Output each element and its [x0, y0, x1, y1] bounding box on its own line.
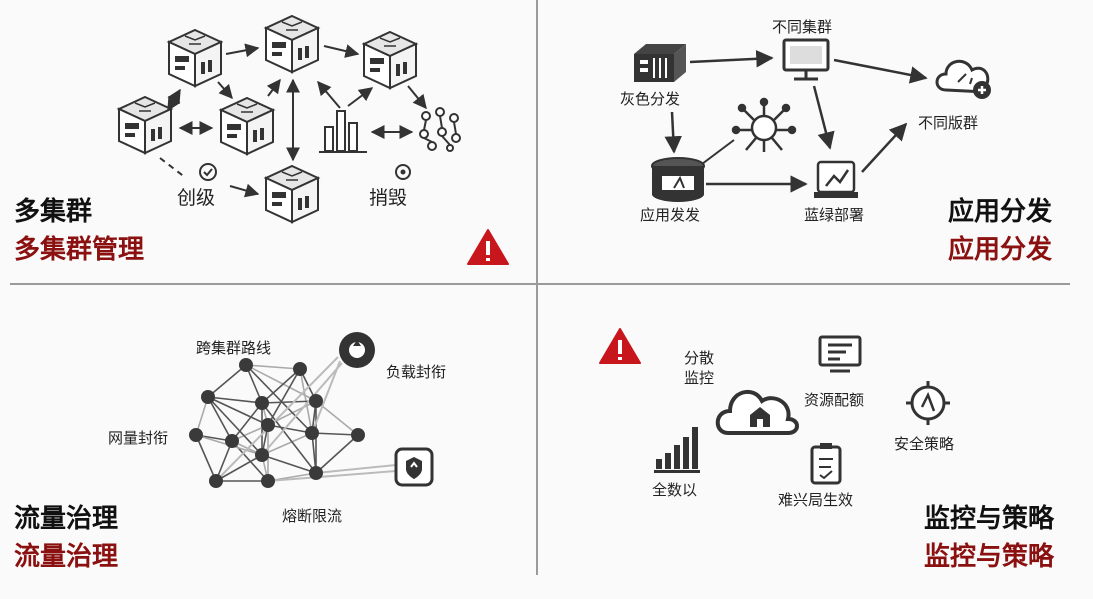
label-create: 创级 — [177, 187, 216, 209]
mesh-node — [261, 474, 275, 488]
label-circuit-breaker: 熔断限流 — [282, 507, 343, 525]
quadrant-multi-cluster: 创级 捎毁 多集群 多集群管理 — [0, 0, 536, 283]
label-canary: 灰色分发 — [620, 90, 681, 108]
monitor-icon — [782, 38, 830, 81]
label-clusters: 不同集群 — [772, 18, 833, 36]
server-block-icon — [265, 15, 319, 73]
mesh-edge — [261, 400, 317, 404]
mesh-edge — [207, 396, 263, 404]
mesh-edge — [231, 402, 263, 442]
dashboard-screen-icon — [818, 335, 862, 373]
label-destroy: 捎毁 — [369, 187, 408, 209]
mesh-edge — [207, 396, 269, 426]
bar-growth-icon — [654, 427, 700, 473]
multi-cluster-title: 多集群 — [14, 197, 93, 227]
label-effective: 难兴局生效 — [778, 491, 854, 509]
monitoring-title: 监控与策略 — [924, 504, 1055, 534]
traffic-title: 流量治理 — [14, 504, 119, 534]
mesh-edge — [267, 368, 301, 426]
mesh-node — [309, 394, 323, 408]
mesh-edge — [267, 424, 313, 434]
label-traffic-balance: 网量封衔 — [108, 429, 169, 447]
server-block-icon — [265, 165, 319, 223]
mesh-edge — [245, 364, 301, 370]
label-versions: 不同版群 — [918, 114, 979, 132]
route-line — [215, 356, 339, 482]
mesh-edge — [215, 454, 263, 482]
mesh-edge — [207, 396, 233, 442]
clipboard-icon — [810, 443, 842, 485]
server-block-icon — [168, 29, 222, 87]
mesh-edge — [311, 432, 359, 436]
drum-icon — [651, 157, 705, 202]
route-line — [267, 470, 397, 482]
mesh-node — [261, 418, 275, 432]
network-nodes-icon — [419, 107, 461, 152]
multi-cluster-subtitle: 多集群管理 — [14, 235, 145, 265]
mesh-edge — [207, 364, 247, 398]
server-block-icon — [220, 97, 274, 155]
mesh-edge — [215, 440, 233, 482]
vertical-divider — [536, 0, 538, 575]
mesh-edge — [207, 396, 263, 456]
mesh-edge — [261, 454, 317, 474]
shield-box-icon — [394, 447, 434, 487]
warning-icon — [599, 328, 641, 364]
label-quota: 资源配额 — [804, 391, 865, 409]
mesh-node — [255, 448, 269, 462]
mesh-node — [351, 428, 365, 442]
monitoring-subtitle: 监控与策略 — [924, 542, 1055, 572]
mesh-node — [201, 390, 215, 404]
mesh-edge — [261, 432, 313, 456]
traffic-subtitle: 流量治理 — [14, 542, 119, 572]
quadrant-traffic: 跨集群路线 网量封衔 负载封衔 熔断限流 流量治理 流量治理 — [0, 285, 536, 599]
chart-panel-icon — [814, 160, 858, 198]
cloud-plus-icon — [935, 59, 991, 99]
compass-clock-icon — [906, 381, 950, 425]
horizontal-divider — [10, 283, 1070, 285]
cloud-home-icon — [715, 389, 799, 435]
label-full-data: 全数以 — [652, 481, 698, 499]
label-monitor: 监控 — [684, 369, 715, 387]
bar-chart-icon — [319, 110, 367, 153]
app-distribution-title: 应用分发 — [948, 197, 1053, 227]
route-line — [315, 464, 397, 474]
label-cross-route: 跨集群路线 — [196, 339, 272, 357]
hub-icon — [731, 97, 797, 152]
multi-cluster-diagram — [118, 15, 509, 265]
traffic-mesh-diagram — [189, 332, 434, 488]
label-blue-green: 蓝绿部署 — [804, 206, 865, 224]
mesh-node — [309, 466, 323, 480]
route-line — [261, 362, 343, 456]
mesh-edge — [261, 402, 317, 474]
app-distribution-diagram — [634, 38, 991, 202]
label-security: 安全策略 — [894, 435, 955, 453]
route-line — [311, 360, 341, 434]
mesh-node — [305, 426, 319, 440]
mesh-node — [239, 358, 253, 372]
monitoring-diagram — [599, 328, 950, 485]
mesh-node — [189, 428, 203, 442]
server-block-icon — [363, 31, 417, 89]
warning-icon — [467, 229, 509, 265]
mesh-edge — [261, 368, 301, 404]
mesh-node — [225, 434, 239, 448]
server-block-icon — [118, 96, 172, 154]
app-distribution-subtitle: 应用分发 — [948, 235, 1053, 265]
mesh-node — [293, 362, 307, 376]
check-circle-icon — [199, 163, 217, 181]
label-deploy: 应用发发 — [640, 206, 701, 224]
mesh-node — [209, 474, 223, 488]
label-load-balance: 负载封衔 — [386, 363, 447, 381]
quadrant-monitoring: 分散 监控 资源配额 安全策略 全数以 难兴局生效 监控与策略 监控与策略 — [538, 285, 1093, 599]
server-rack-icon — [634, 44, 686, 82]
target-icon — [395, 164, 411, 180]
mesh-edge — [195, 434, 217, 482]
label-distributed: 分散 — [684, 349, 715, 367]
mesh-node — [255, 396, 269, 410]
mesh-edge — [245, 364, 313, 434]
quadrant-app-distribution: 灰色分发 不同集群 不同版群 应用发发 蓝绿部署 应用分发 应用分发 — [538, 0, 1093, 283]
mesh-edge — [315, 434, 359, 474]
load-balance-icon — [339, 332, 375, 368]
